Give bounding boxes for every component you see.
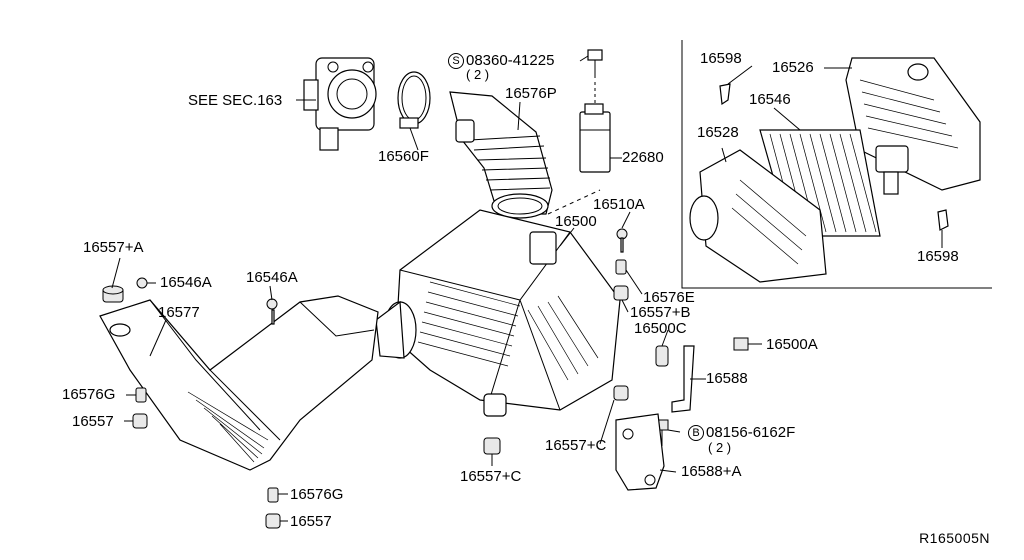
label-16588a: 16588+A xyxy=(681,463,742,480)
screw-symbol: S xyxy=(448,53,464,69)
label-bolt-qty: ( 2 ) xyxy=(708,440,732,455)
screw-code: 08360-41225 xyxy=(466,52,555,69)
label-16528: 16528 xyxy=(697,124,739,141)
reference-code: R165005N xyxy=(919,530,990,546)
label-16576p: 16576P xyxy=(505,85,557,102)
label-16546: 16546 xyxy=(749,91,791,108)
label-16598-top: 16598 xyxy=(700,50,742,67)
air-duct-bellows xyxy=(449,91,553,219)
label-16510a: 16510A xyxy=(593,196,645,213)
label-16560f: 16560F xyxy=(378,148,429,165)
air-cleaner-housing xyxy=(375,209,621,417)
label-16500a: 16500A xyxy=(766,336,818,353)
inset-frame xyxy=(681,40,992,289)
label-16557a: 16557+A xyxy=(83,239,144,256)
label-16576g-left: 16576G xyxy=(62,386,116,403)
label-screw-top-qty: ( 2 ) xyxy=(466,67,490,82)
bolt-code: 08156-6162F xyxy=(706,424,796,441)
inset-lower-housing xyxy=(689,149,827,283)
label-16546a-left: 16546A xyxy=(160,274,212,291)
label-16557c-right: 16557+C xyxy=(545,437,607,454)
label-16546a-mid: 16546A xyxy=(246,269,298,286)
label-16557c-bottom: 16557+C xyxy=(460,468,522,485)
label-16588: 16588 xyxy=(706,370,748,387)
label-16576g-bottom: 16576G xyxy=(290,486,344,503)
label-16598-bottom: 16598 xyxy=(917,248,959,265)
throttle-body xyxy=(303,57,377,151)
label-16526: 16526 xyxy=(772,59,814,76)
inset-upper-housing xyxy=(845,57,981,195)
label-16500: 16500 xyxy=(555,213,597,230)
label-16500c: 16500C xyxy=(634,320,687,337)
label-16557-bottom: 16557 xyxy=(290,513,332,530)
inset-clips xyxy=(719,83,949,231)
label-22680: 22680 xyxy=(622,149,664,166)
maf-sensor xyxy=(579,103,611,173)
hose-clamp xyxy=(397,71,431,129)
bolt-symbol: B xyxy=(688,425,704,441)
label-16557-left: 16557 xyxy=(72,413,114,430)
screw-top xyxy=(587,49,603,112)
bracket xyxy=(615,345,695,491)
leader-lines xyxy=(111,65,943,522)
label-16577: 16577 xyxy=(158,304,200,321)
label-16557b: 16557+B xyxy=(630,304,691,321)
intake-duct xyxy=(99,295,379,471)
label-see-sec: SEE SEC.163 xyxy=(188,92,283,109)
label-16576e: 16576E xyxy=(643,289,695,306)
